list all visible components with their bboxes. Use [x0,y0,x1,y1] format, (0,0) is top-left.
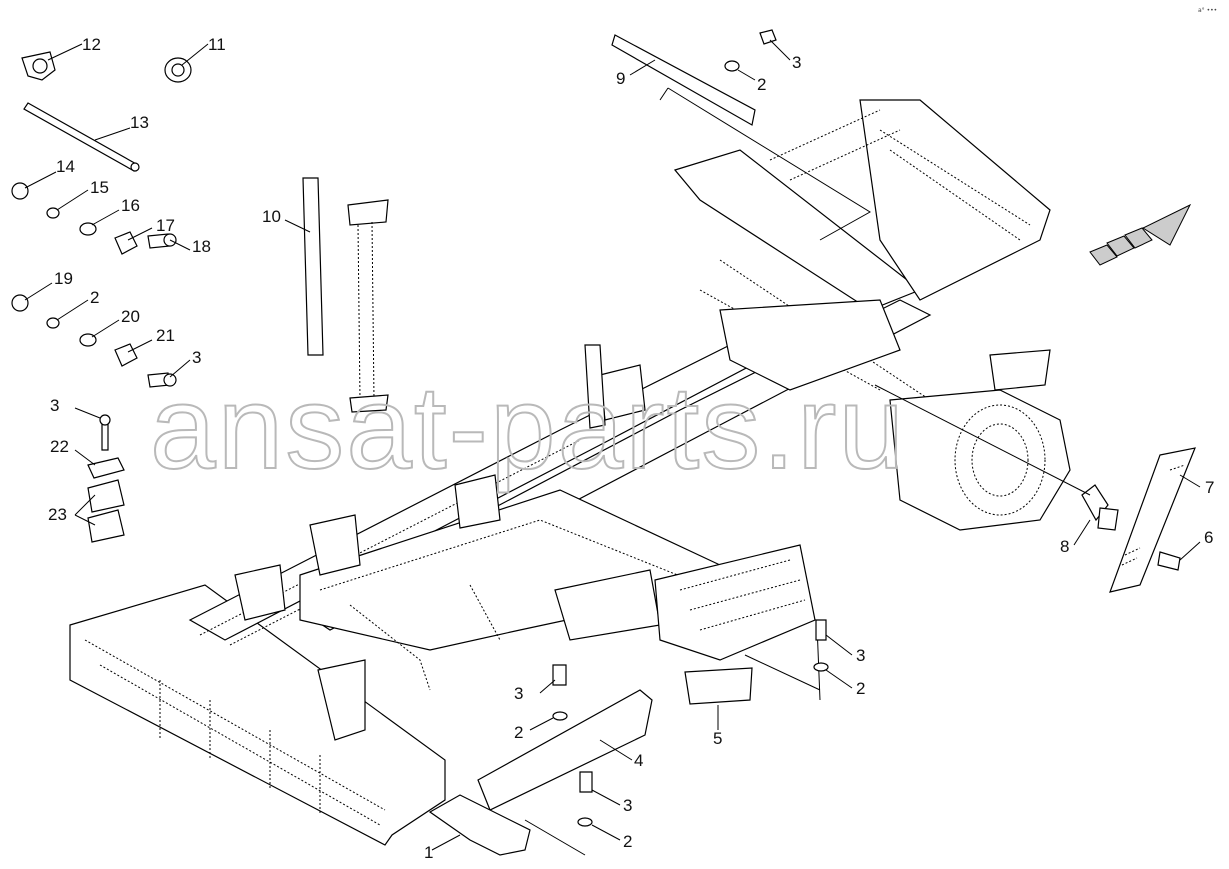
callout-3-left-a: 3 [192,348,201,367]
callout-12: 12 [82,35,101,54]
part-19-nut [11,294,29,312]
part-2-washer [46,317,60,329]
callout-3-top: 3 [792,53,801,72]
callout-3-right: 3 [856,646,865,665]
callout-18: 18 [192,237,211,256]
forward-direction-arrow-icon [1089,203,1192,266]
callout-6: 6 [1204,528,1213,547]
callout-16: 16 [121,196,140,215]
callout-2-bottom: 2 [623,832,632,851]
part-23-mount-lower [87,509,125,543]
front-crossmember [719,299,901,391]
callout-9: 9 [616,69,625,88]
part-1-plate [428,794,586,856]
part-6-bolt [1157,551,1181,571]
part-10-bracket [302,177,389,413]
callout-5: 5 [713,729,722,748]
callout-labels: 12 11 13 14 15 16 17 18 19 2 20 21 3 3 2… [48,35,1214,862]
part-14-nut [11,182,29,200]
callout-3-bottom: 3 [623,796,632,815]
callout-3-left-b: 3 [50,396,59,415]
callout-7: 7 [1205,478,1214,497]
side-support [654,544,816,661]
part-17-clamp [114,231,138,255]
right-cover-assembly [874,384,1196,593]
front-upper-frame [859,99,1051,301]
part-16-washer [79,222,97,236]
callout-2-left: 2 [90,288,99,307]
front-left-tower [673,149,922,311]
callout-2-mid: 2 [514,723,523,742]
part-21-clamp [114,343,138,367]
callout-21: 21 [156,326,175,345]
callout-11: 11 [208,35,226,54]
part-22-plate [87,457,125,479]
leader-lines [24,39,1201,851]
corner-mark: a° ••• [1198,7,1217,14]
part-13-cable-tie [23,102,139,172]
callout-22: 22 [50,437,69,456]
part-9-cover-strip [611,29,871,241]
callout-19: 19 [54,269,73,288]
callout-15: 15 [90,178,109,197]
pillar-top-plate [347,199,389,226]
part-23-mount-upper [87,479,125,513]
callout-2-right: 2 [856,679,865,698]
housing-top-plate [989,349,1051,391]
chassis-frame [69,99,1071,846]
callout-13: 13 [130,113,149,132]
part-15-washer [46,207,60,219]
callout-1: 1 [424,843,433,862]
callout-23: 23 [48,505,67,524]
part-4-skid-plate [477,664,653,827]
part-5-plate [684,619,829,705]
watermark-text: ansat-parts.ru [150,362,906,494]
callout-10: 10 [262,207,281,226]
transmission-housing [889,389,1071,531]
part-7-cover [1109,447,1196,593]
callout-4: 4 [634,751,643,770]
callout-2-top: 2 [757,75,766,94]
hardware-parts [11,51,192,543]
callout-20: 20 [121,307,140,326]
callout-3-mid: 3 [514,684,523,703]
callout-14: 14 [56,157,75,176]
callout-17: 17 [156,216,175,235]
callout-8: 8 [1060,537,1069,556]
